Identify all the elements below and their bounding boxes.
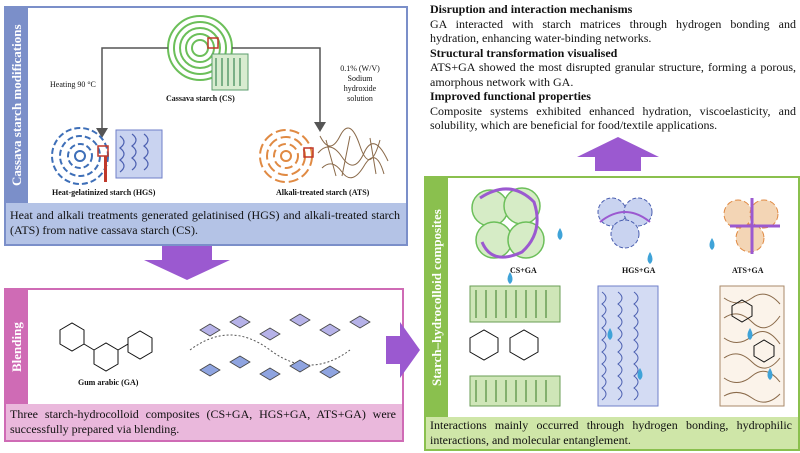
blending-side-label: Blending — [6, 290, 28, 404]
ats-label: Alkali-treated starch (ATS) — [276, 188, 370, 197]
hgs-network-icon — [104, 129, 163, 182]
alkali-line-1: 0.1% (W/V) — [340, 64, 380, 73]
blending-panel: Blending Gum arabic (GA) Three starch-hy… — [4, 288, 404, 442]
ats-network-icon — [317, 127, 389, 179]
composites-illustration — [469, 187, 785, 407]
up-arrow — [577, 137, 659, 171]
modifications-illustration — [51, 15, 389, 185]
finding-text-2: ATS+GA showed the most disrupted granula… — [430, 60, 796, 89]
heating-text: Heating 90 °C — [50, 80, 96, 89]
cs-helix-icon — [211, 53, 249, 91]
cs-label: Cassava starch (CS) — [166, 94, 235, 103]
composites-summary-box: Interactions mainly occurred through hyd… — [426, 417, 798, 449]
hgs-label: Heat-gelatinized starch (HGS) — [52, 188, 156, 197]
blending-summary: Three starch-hydrocolloid composites (CS… — [10, 407, 396, 436]
water-drop-icons — [507, 228, 773, 380]
hgs-ga-label: HGS+GA — [622, 266, 656, 275]
ats-ga-structure-icon — [719, 285, 785, 407]
gum-arabic-structure-icon — [59, 322, 153, 372]
alkali-line-2: Sodium — [347, 74, 373, 83]
hgs-ga-granule-icon — [597, 197, 653, 249]
modifications-panel: Cassava starch modifications — [4, 6, 408, 246]
finding-heading-2: Structural transformation visualised — [430, 45, 618, 60]
ga-starch-chain-icon — [189, 313, 371, 381]
cs-ga-granule-icon — [471, 187, 545, 259]
hgs-ga-structure-icon — [597, 285, 659, 407]
down-arrow-1 — [144, 246, 230, 280]
composites-summary: Interactions mainly occurred through hyd… — [430, 418, 792, 447]
cs-ga-structure-icon — [469, 285, 561, 407]
ga-label: Gum arabic (GA) — [78, 378, 139, 387]
finding-heading-3: Improved functional properties — [430, 89, 591, 103]
ats-ga-granule-icon — [723, 198, 780, 254]
finding-text-1: GA interacted with starch matrices throu… — [430, 16, 796, 46]
modifications-side-label: Cassava starch modifications — [6, 8, 28, 203]
ats-granule-icon — [259, 129, 314, 183]
finding-heading-1: Disruption and interaction mechanisms — [430, 2, 633, 16]
ats-ga-label: ATS+GA — [732, 266, 764, 275]
composites-side-label: Starch–hydrocolloid composites — [426, 178, 448, 417]
composites-panel: Starch–hydrocolloid composites — [424, 176, 800, 451]
alkali-line-4: solution — [347, 94, 373, 103]
blending-summary-box: Three starch-hydrocolloid composites (CS… — [6, 404, 402, 440]
hgs-granule-icon — [51, 127, 109, 185]
blending-illustration — [59, 313, 371, 381]
alkali-line-3: hydroxide — [343, 84, 377, 93]
right-arrow — [386, 322, 420, 378]
alkali-text: 0.1% (W/V) Sodium hydroxide solution — [330, 64, 390, 104]
findings-block: Disruption and interaction mechanisms GA… — [430, 2, 796, 133]
modifications-summary-box: Heat and alkali treatments generated gel… — [6, 203, 406, 244]
cs-ga-label: CS+GA — [510, 266, 537, 275]
finding-text-3: Composite systems exhibited enhanced hyd… — [430, 103, 796, 133]
modifications-summary: Heat and alkali treatments generated gel… — [10, 208, 400, 237]
